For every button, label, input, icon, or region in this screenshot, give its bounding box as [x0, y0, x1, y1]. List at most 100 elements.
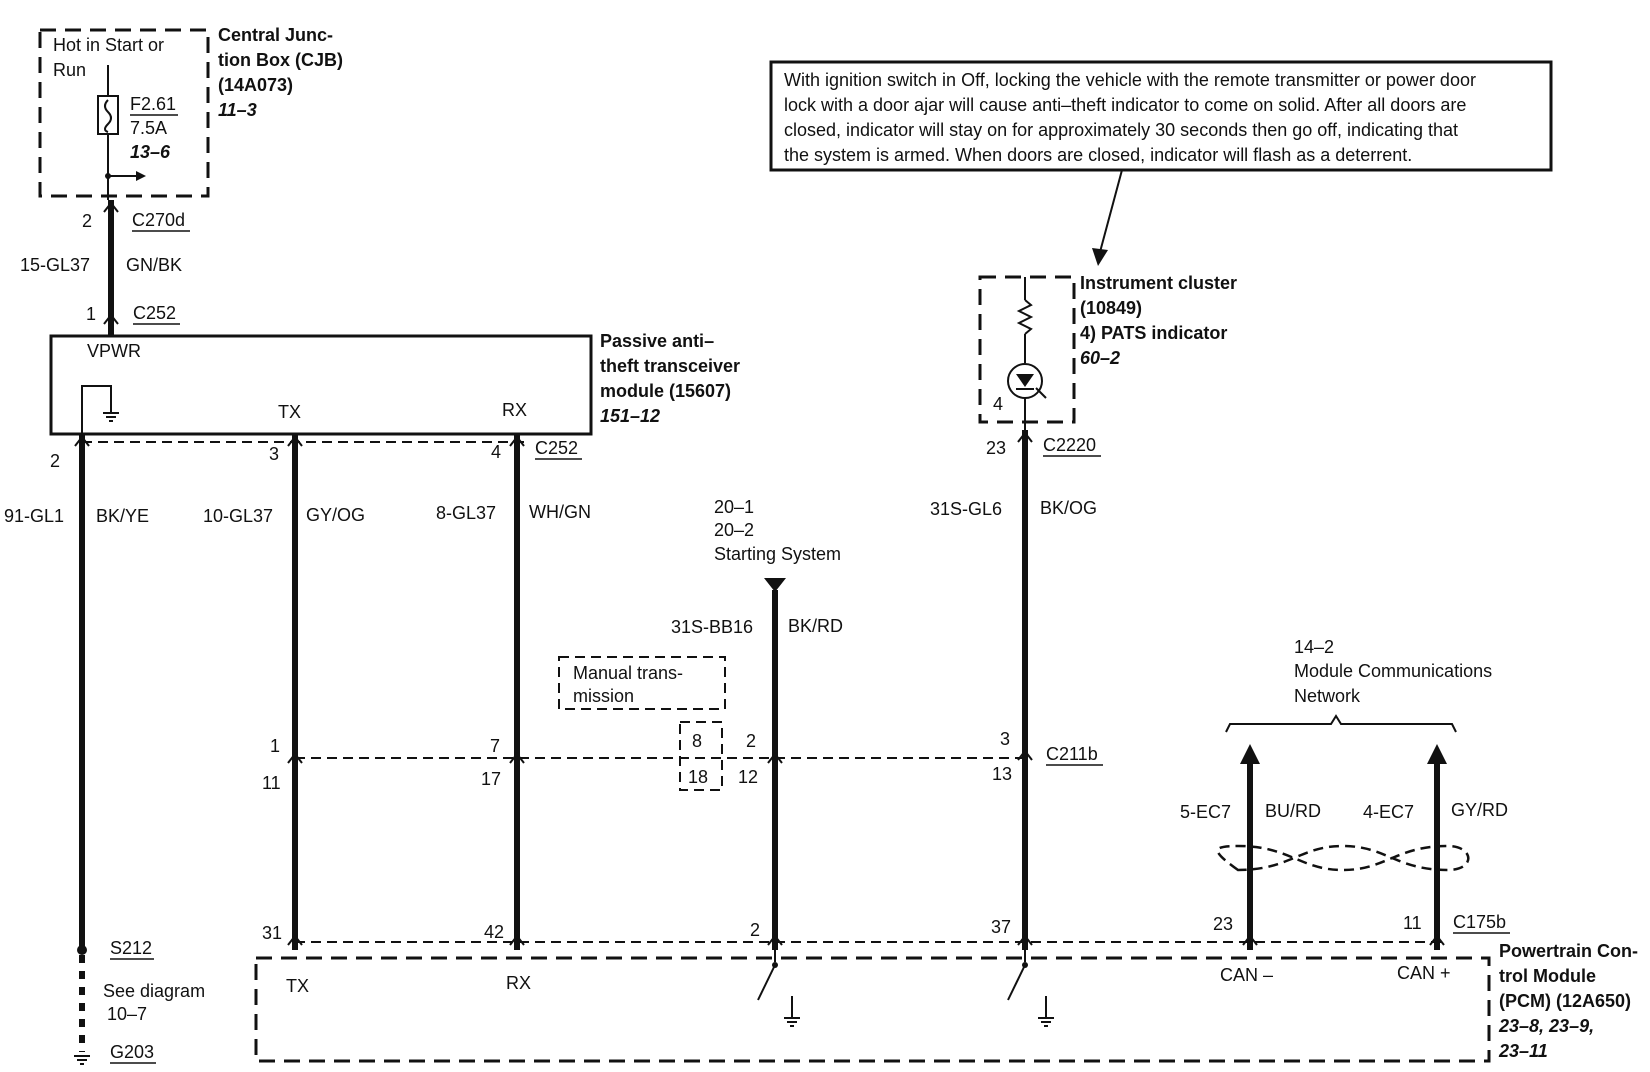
powertrain-control-module: TX RX CAN – CAN + Powertrain Con- trol M… [254, 941, 1638, 1063]
pats-title-line3: module (15607) [600, 381, 731, 401]
fuse-element-icon [104, 99, 112, 133]
pats-vpwr-label: VPWR [87, 341, 141, 361]
led-diode-icon [1016, 374, 1034, 387]
pats-switch-icon [1007, 964, 1026, 1001]
connector-c270d-icon [103, 201, 119, 213]
ground-wire: 2 91-GL1 BK/YE S212 See diagram 10–7 G20… [4, 434, 205, 1065]
feed-connector-top: C270d [132, 210, 185, 230]
ground-wire-color: BK/YE [96, 506, 149, 526]
resistor-icon [1016, 299, 1034, 335]
pats-indicator-circuit: 31S-GL6 [930, 499, 1002, 519]
manual-transmission-connector [679, 721, 723, 791]
cjb-reference: 11–3 [218, 100, 257, 120]
can-plus-color: GY/RD [1451, 800, 1508, 820]
pcm-pin-rx: 42 [484, 922, 504, 942]
pcm-title-line2: trol Module [1499, 966, 1596, 986]
pats-indicator-pin: 23 [986, 438, 1006, 458]
cjb-hot-label-line1: Hot in Start or [53, 35, 164, 55]
note-line2: lock with a door ajar will cause anti–th… [784, 95, 1466, 115]
connector-c252-icon [103, 313, 119, 325]
c211b-pins: 1 11 7 17 2 12 3 13 C211b [262, 729, 1103, 793]
pats-indicator-wire: 23 C2220 31S-GL6 BK/OG [930, 430, 1101, 950]
manual-transmission-outline [558, 656, 726, 710]
pcm-connector-label: C175b [1453, 912, 1506, 932]
ground-wire-circuit: 91-GL1 [4, 506, 64, 526]
pats-reference: 151–12 [600, 406, 660, 426]
fuse-reference: 13–6 [130, 142, 171, 162]
c211b-start-bottom: 12 [738, 767, 758, 787]
note-pointer-line [1099, 169, 1123, 253]
cluster-dashed-outline [978, 275, 1076, 424]
tx-wire: 3 10-GL37 GY/OG [203, 434, 365, 950]
note-box-outline [769, 60, 1553, 172]
pats-indicator-color: BK/OG [1040, 498, 1097, 518]
can-plus-circuit: 4-EC7 [1363, 802, 1414, 822]
splice-name: S212 [110, 938, 152, 958]
feed-color: GN/BK [126, 255, 182, 275]
c211b-tx-top: 1 [270, 736, 280, 756]
cluster-title-line2: (10849) [1080, 298, 1142, 318]
feed-wire: 2 C270d 15-GL37 GN/BK 1 C252 [20, 200, 190, 336]
off-page-triangle-icon [764, 578, 786, 592]
c211b-rx-top: 7 [490, 736, 500, 756]
manual-transmission-line1: Manual trans- [573, 663, 683, 683]
pcm-pin-can-plus: 11 [1403, 913, 1422, 933]
splice-dot-icon [77, 945, 87, 955]
manual-pin-a: 8 [692, 731, 702, 751]
feed-pin-bottom: 1 [86, 304, 96, 324]
c211b-pats-bottom: 13 [992, 764, 1012, 784]
pcm-can-plus-label: CAN + [1397, 963, 1451, 983]
can-minus-color: BU/RD [1265, 801, 1321, 821]
rx-wire-circuit: 8-GL37 [436, 503, 496, 523]
c175b-pins: 31 42 2 37 23 11 [262, 913, 1422, 943]
pcm-pin-tx: 31 [262, 923, 282, 943]
c211b-tx-bottom: 11 [262, 773, 281, 793]
arrow-up-icon [1427, 744, 1447, 764]
cjb-title-line1: Central Junc- [218, 25, 333, 45]
c211b-connector-label: C211b [1046, 744, 1098, 764]
pats-internal-ground-wire [81, 385, 112, 436]
note-line4: the system is armed. When doors are clos… [784, 145, 1412, 165]
manual-transmission: Manual trans- mission 8 18 [558, 656, 726, 791]
network-ref: 14–2 [1294, 637, 1334, 657]
starting-ref2: 20–2 [714, 520, 754, 540]
ground-wire-pin: 2 [50, 451, 60, 471]
pcm-dashed-outline [254, 956, 1491, 1063]
note-box: With ignition switch in Off, locking the… [769, 60, 1553, 266]
fuse-id: F2.61 [130, 94, 176, 114]
starting-system-wire: 20–1 20–2 Starting System 31S-BB16 BK/RD [671, 497, 843, 950]
note-line3: closed, indicator will stay on for appro… [784, 120, 1458, 140]
rx-wire: 4 8-GL37 WH/GN [436, 434, 591, 950]
pats-tx-label: TX [278, 402, 301, 422]
network-line1: Module Communications [1294, 661, 1492, 681]
pats-title-line2: theft transceiver [600, 356, 740, 376]
pcm-pin-pats: 37 [991, 917, 1011, 937]
ground-name: G203 [110, 1042, 154, 1062]
c211b-pats-top: 3 [1000, 729, 1010, 749]
see-diagram-line1: See diagram [103, 981, 205, 1001]
feed-pin-top: 2 [82, 211, 92, 231]
pcm-refs-line2: 23–11 [1498, 1041, 1548, 1061]
pcm-tx-label: TX [286, 976, 309, 996]
cjb-dashed-outline [38, 28, 210, 198]
pats-connector-label: C252 [535, 438, 578, 458]
pcm-can-minus-label: CAN – [1220, 965, 1273, 985]
arrow-down-icon [1092, 248, 1108, 266]
starting-ref1: 20–1 [714, 497, 754, 517]
cluster-pin: 4 [993, 394, 1003, 414]
c211b-rx-bottom: 17 [481, 769, 501, 789]
start-switch-icon [757, 964, 776, 1001]
starting-wire-color: BK/RD [788, 616, 843, 636]
cluster-reference: 60–2 [1080, 348, 1120, 368]
cjb-hot-label-line2: Run [53, 60, 86, 80]
feed-connector-bottom: C252 [133, 303, 176, 323]
instrument-cluster: 4 Instrument cluster (10849) 4) PATS ind… [978, 273, 1237, 430]
tx-wire-circuit: 10-GL37 [203, 506, 273, 526]
rx-wire-pin: 4 [491, 442, 501, 462]
tx-wire-pin: 3 [269, 444, 279, 464]
central-junction-box: Hot in Start or Run Central Junc- tion B… [38, 25, 343, 200]
starting-system-label: Starting System [714, 544, 841, 564]
pcm-refs-line1: 23–8, 23–9, [1498, 1016, 1594, 1036]
pats-module-box [49, 334, 593, 436]
